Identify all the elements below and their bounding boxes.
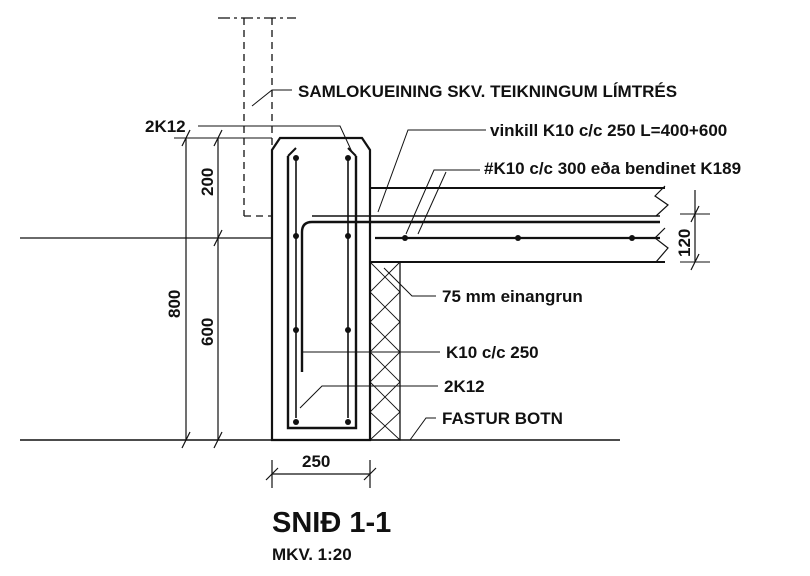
label-net: #K10 c/c 300 eða bendinet K189 bbox=[484, 159, 741, 178]
label-top-bars: 2K12 bbox=[145, 117, 186, 136]
leader-lines bbox=[198, 89, 486, 441]
label-bottom-bars: 2K12 bbox=[444, 377, 485, 396]
dim-800: 800 bbox=[165, 290, 184, 318]
insulation bbox=[369, 261, 401, 441]
dim-120: 120 bbox=[675, 229, 694, 257]
dim-200: 200 bbox=[198, 168, 217, 196]
label-fastur-botn: FASTUR BOTN bbox=[442, 409, 563, 428]
scale-label: MKV. 1:20 bbox=[272, 545, 352, 564]
dim-600: 600 bbox=[198, 318, 217, 346]
dim-250: 250 bbox=[302, 452, 330, 471]
label-vinkill: vinkill K10 c/c 250 L=400+600 bbox=[490, 121, 727, 140]
section-title: SNIÐ 1-1 bbox=[272, 507, 391, 539]
label-k10: K10 c/c 250 bbox=[446, 343, 539, 362]
label-einangrun: 75 mm einangrun bbox=[442, 287, 583, 306]
label-samlokueining: SAMLOKUEINING SKV. TEIKNINGUM LÍMTRÉS bbox=[298, 82, 677, 101]
floor-slab bbox=[370, 185, 669, 263]
foundation-wall bbox=[270, 136, 372, 442]
sandwich-panel-outline bbox=[218, 17, 296, 217]
dimension-lines bbox=[174, 129, 710, 488]
reinforcement bbox=[286, 147, 660, 430]
